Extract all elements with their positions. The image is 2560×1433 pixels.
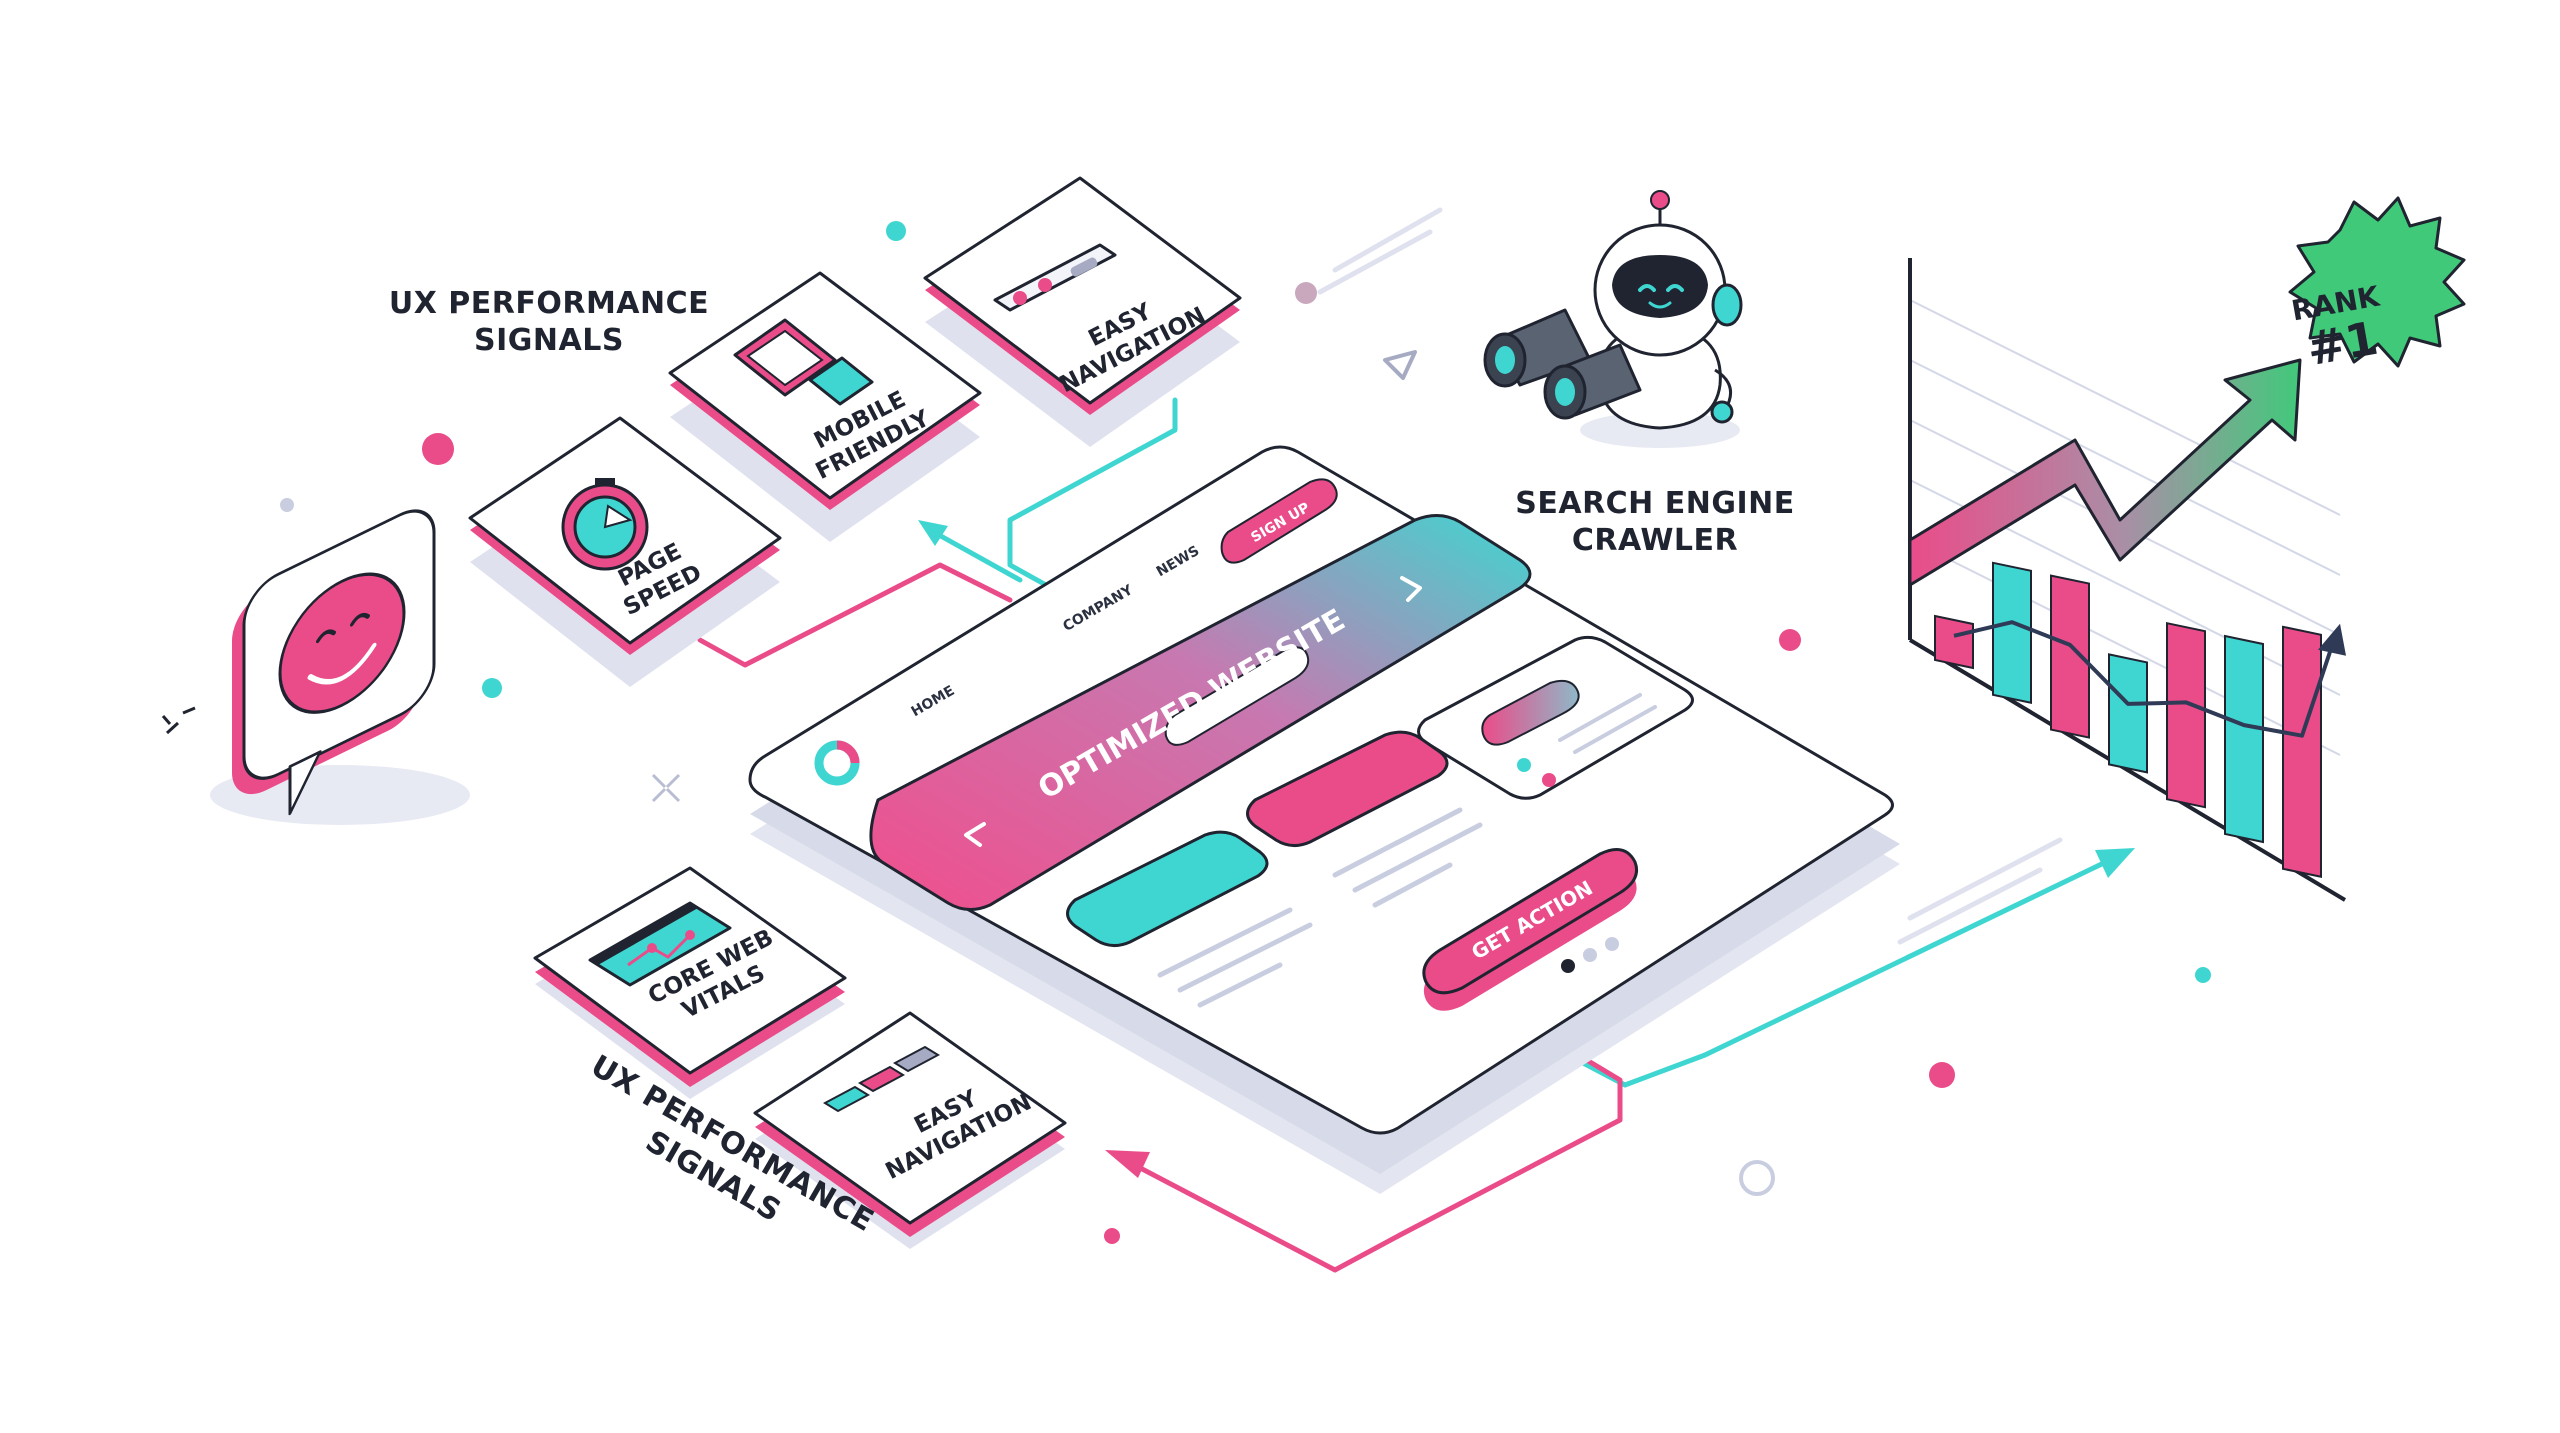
- connector-easy-nav-top: [1007, 397, 1178, 593]
- trend-arrow-head: [2318, 623, 2346, 656]
- content-block-pink: [1246, 730, 1449, 847]
- crawler-heading: SEARCH ENGINE CRAWLER: [1515, 486, 1794, 558]
- satisfaction-bubble: [210, 509, 470, 825]
- arrow-head-pink-left: [1105, 1150, 1150, 1178]
- growth-arrow-icon: [1908, 358, 2302, 587]
- chevron-right-icon[interactable]: [1400, 576, 1422, 602]
- rank-number: #1: [2303, 311, 2382, 376]
- tile-page-speed: PAGE SPEED: [468, 416, 782, 687]
- rank-badge: RANK #1: [2288, 196, 2466, 376]
- chart-trend-line: [1953, 620, 2334, 738]
- ux-signals-title-line2: SIGNALS: [474, 323, 624, 358]
- carousel-dot[interactable]: [1583, 948, 1597, 962]
- tile-easy-navigation-bottom: EASY NAVIGATION: [753, 1011, 1067, 1249]
- get-action-button[interactable]: GET ACTION: [1422, 848, 1639, 1011]
- chart-bar: [2050, 574, 2090, 739]
- text-lines-left: [1157, 907, 1313, 1008]
- carousel-dot[interactable]: [1605, 937, 1619, 951]
- mobile-devices-icon: [733, 318, 874, 406]
- carousel-dot-active[interactable]: [1561, 959, 1575, 973]
- chart-grid: [1909, 299, 2341, 756]
- hero-button-placeholder: [1164, 646, 1310, 746]
- arrow-to-mobile: [927, 527, 1023, 583]
- breadcrumb-arrows-icon: [822, 1045, 941, 1113]
- connector-return: [1122, 1032, 1623, 1273]
- text-lines-right: [1332, 807, 1483, 908]
- crawler-title-line1: SEARCH ENGINE: [1515, 486, 1794, 521]
- connector-page-speed: [697, 562, 1013, 668]
- navigation-bar-icon: [993, 243, 1117, 312]
- arrow-head-teal-right: [2095, 848, 2135, 878]
- chevron-left-icon[interactable]: [964, 822, 986, 847]
- robot-crawler: [1483, 190, 1743, 448]
- chart-bar: [2224, 634, 2264, 844]
- optimized-website-platform: HOME COMPANY NEWS SIGN UP OPTIMIZED WEBS…: [748, 445, 1900, 1194]
- analytics-window-icon: [588, 901, 732, 987]
- crawler-title-line2: CRAWLER: [1572, 523, 1738, 558]
- chart-bar: [2166, 621, 2206, 809]
- tile-mobile-friendly: MOBILE FRIENDLY: [668, 271, 982, 542]
- tile-core-web-vitals: CORE WEB VITALS: [533, 866, 847, 1099]
- ux-signals-title-line1: UX PERFORMANCE: [389, 286, 709, 321]
- arrow-head-teal-up: [918, 520, 948, 546]
- chart-bar: [2108, 653, 2148, 774]
- chart-bar: [1992, 561, 2032, 705]
- binoculars-icon: [1483, 308, 1642, 420]
- content-block-teal: [1066, 830, 1269, 947]
- chart-bars: [1934, 561, 2322, 879]
- ranking-chart: RANK #1: [1908, 196, 2466, 902]
- stopwatch-icon: [561, 478, 649, 571]
- decorations: [161, 207, 2211, 1244]
- tile-easy-navigation-top: EASY NAVIGATION: [923, 176, 1242, 447]
- chart-bar: [2282, 625, 2322, 879]
- chart-x-axis: [1908, 638, 2347, 902]
- brand-logo-icon: [814, 740, 860, 786]
- ux-signals-heading-top: UX PERFORMANCE SIGNALS: [389, 286, 709, 358]
- chart-bar: [1934, 614, 1974, 670]
